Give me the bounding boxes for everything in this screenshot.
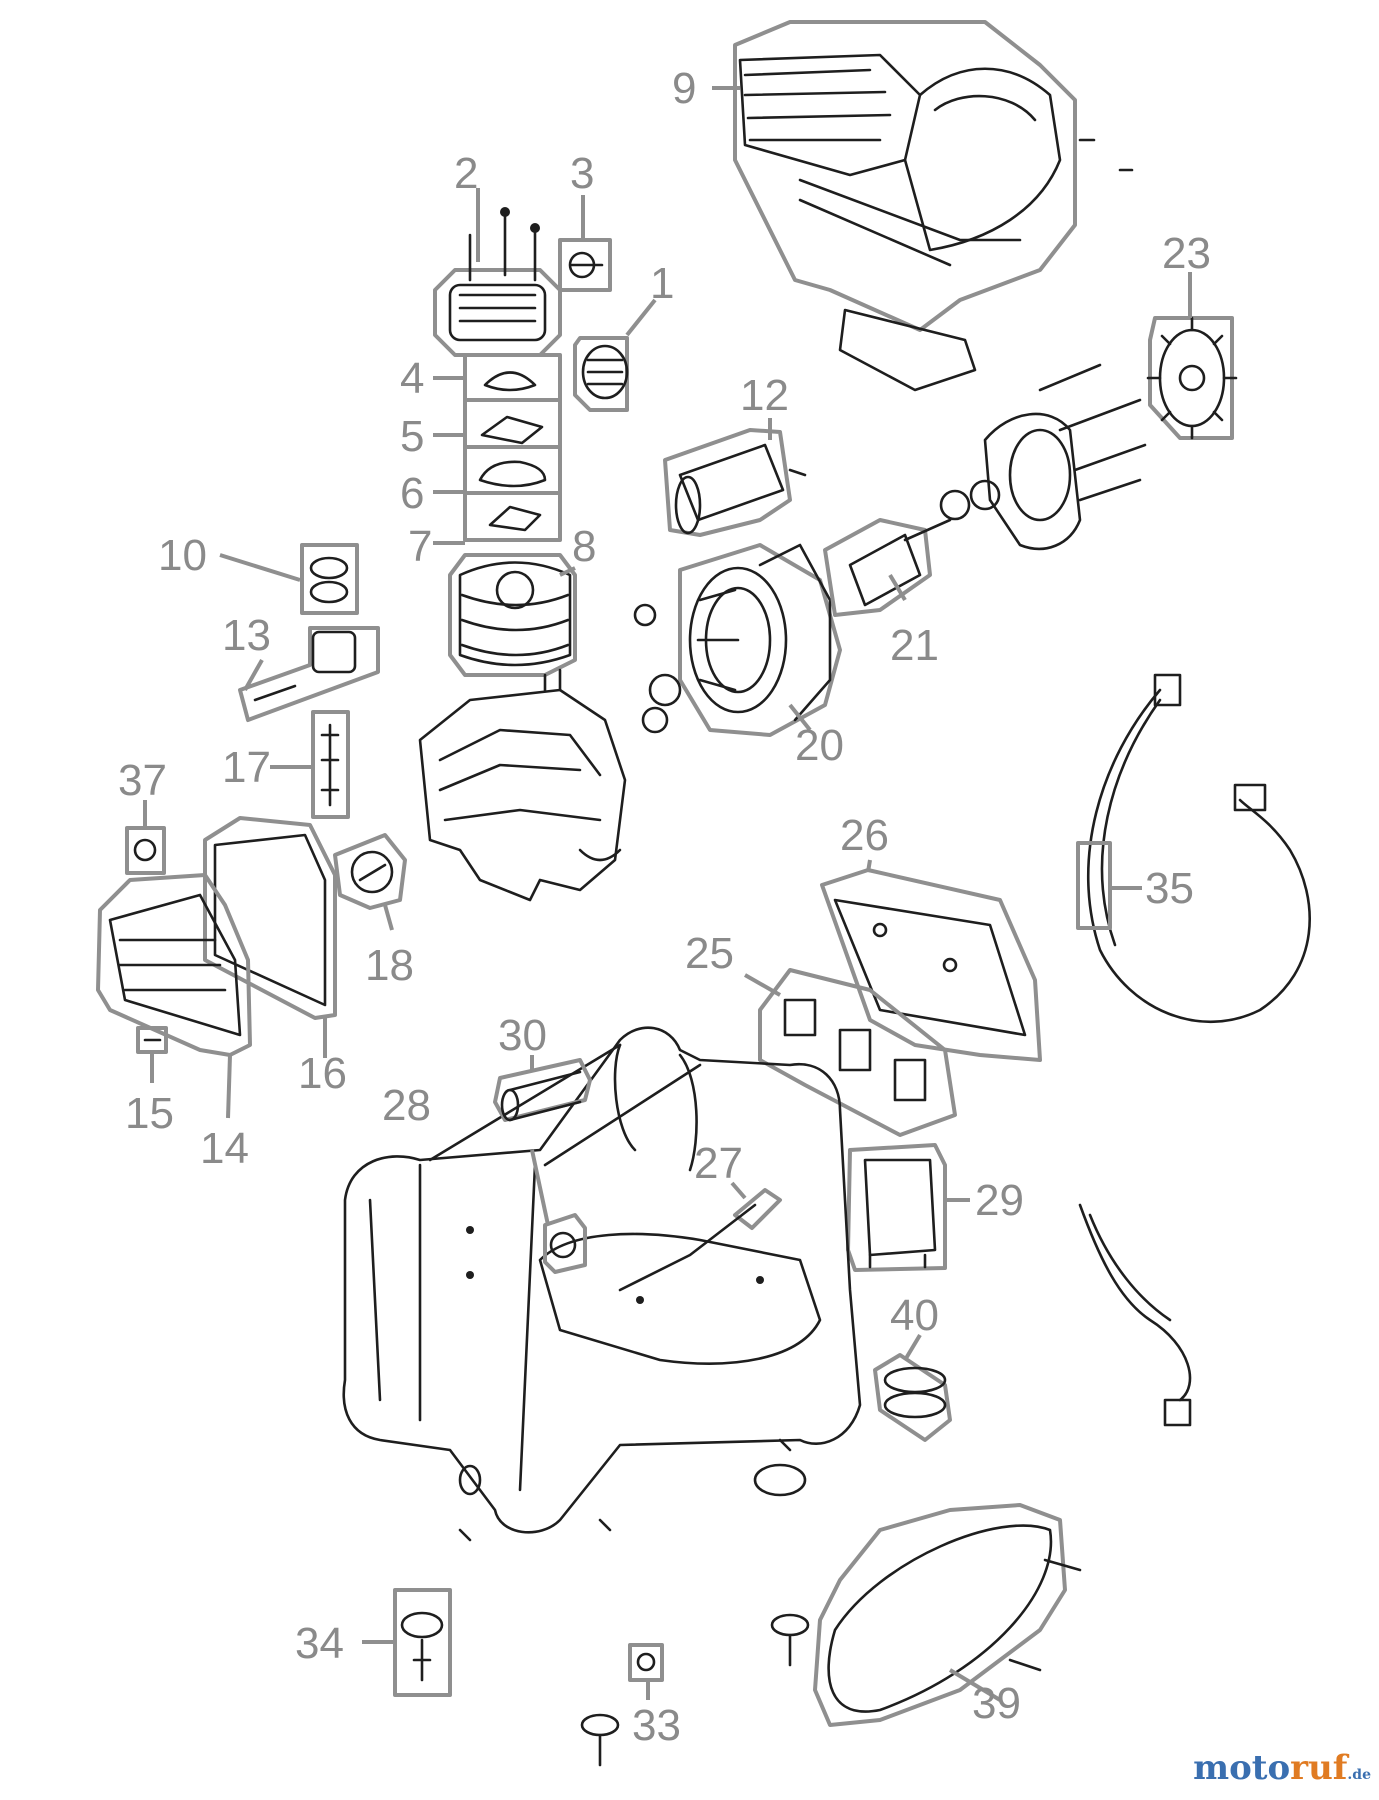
part-37-drawing: [125, 826, 166, 875]
label-29: 29: [975, 1176, 1024, 1225]
label-15: 15: [125, 1089, 174, 1138]
label-25: 25: [685, 929, 734, 978]
label-26: 26: [840, 811, 889, 860]
label-40: 40: [890, 1291, 939, 1340]
label-39: 39: [972, 1679, 1021, 1728]
power-cable-drawing: [1078, 1203, 1192, 1427]
label-30: 30: [498, 1011, 547, 1060]
label-34: 34: [295, 1619, 344, 1668]
motor-flange-drawing: [983, 363, 1147, 551]
label-2: 2: [454, 149, 478, 198]
part-27-drawing: [618, 1188, 782, 1292]
cylinder-head-drawing: [433, 207, 562, 357]
label-37: 37: [118, 756, 167, 805]
label-20: 20: [795, 721, 844, 770]
air-filter-part-1: [573, 336, 629, 412]
pressure-switch-part-29: [846, 1143, 947, 1272]
label-13: 13: [222, 611, 271, 660]
label-27: 27: [694, 1139, 743, 1188]
label-7: 7: [408, 522, 432, 571]
valve-stack-drawing: [448, 353, 577, 677]
label-21: 21: [890, 621, 939, 670]
bearing-parts: [633, 479, 1001, 734]
fan-shroud-drawing: [733, 20, 1134, 392]
switch-cover-part-26: [820, 868, 1042, 1062]
part-33-drawing: [628, 1643, 664, 1682]
label-8: 8: [572, 522, 596, 571]
label-10: 10: [158, 531, 207, 580]
part-28-drawing: [543, 1213, 587, 1274]
label-9: 9: [672, 64, 696, 113]
rotor-part-21: [823, 518, 952, 617]
label-3: 3: [570, 149, 594, 198]
brand-suffix: .de: [1347, 1767, 1371, 1783]
label-5: 5: [400, 412, 424, 461]
part-34-drawing: [393, 1588, 452, 1697]
switch-part-25: [758, 968, 957, 1137]
leader-lines: [143, 86, 1192, 1702]
motoruf-logo: motoruf.de: [1193, 1748, 1371, 1788]
base-plate-part-39: [813, 1503, 1082, 1727]
label-17: 17: [222, 743, 271, 792]
capacitor-part-12: [663, 428, 807, 537]
rubber-feet-drawing: [458, 1463, 810, 1767]
part-40-drawing: [873, 1353, 952, 1442]
label-1: 1: [650, 259, 674, 308]
motor-stator-part-20: [678, 543, 842, 737]
brand-part-2: ruf: [1290, 1748, 1348, 1788]
label-16: 16: [298, 1049, 347, 1098]
label-35: 35: [1145, 864, 1194, 913]
brand-part-1: moto: [1193, 1748, 1291, 1788]
cover-part-16: [203, 816, 337, 1020]
part-13-drawing: [238, 626, 380, 722]
part-18-drawing: [333, 833, 407, 910]
label-14: 14: [200, 1124, 249, 1173]
part-17-drawing: [311, 710, 350, 819]
label-6: 6: [400, 469, 424, 518]
cover-part-14: [96, 873, 252, 1057]
label-23: 23: [1162, 229, 1211, 278]
label-12: 12: [740, 371, 789, 420]
fitting-part-3: [558, 238, 612, 292]
part-10-drawing: [300, 543, 359, 615]
cooling-fan-part-23: [1146, 316, 1238, 440]
crankcase-drawing: [418, 668, 627, 902]
label-33: 33: [632, 1701, 681, 1750]
air-hose-part-35: [1076, 673, 1311, 1024]
label-28: 28: [382, 1081, 431, 1130]
part-labels: 9 2 3 1 4 5 6 7 8 10 13 17 12 21 20 23 3…: [118, 64, 1211, 1750]
label-4: 4: [400, 354, 424, 403]
label-18: 18: [365, 941, 414, 990]
part-30-drawing: [493, 1058, 592, 1122]
